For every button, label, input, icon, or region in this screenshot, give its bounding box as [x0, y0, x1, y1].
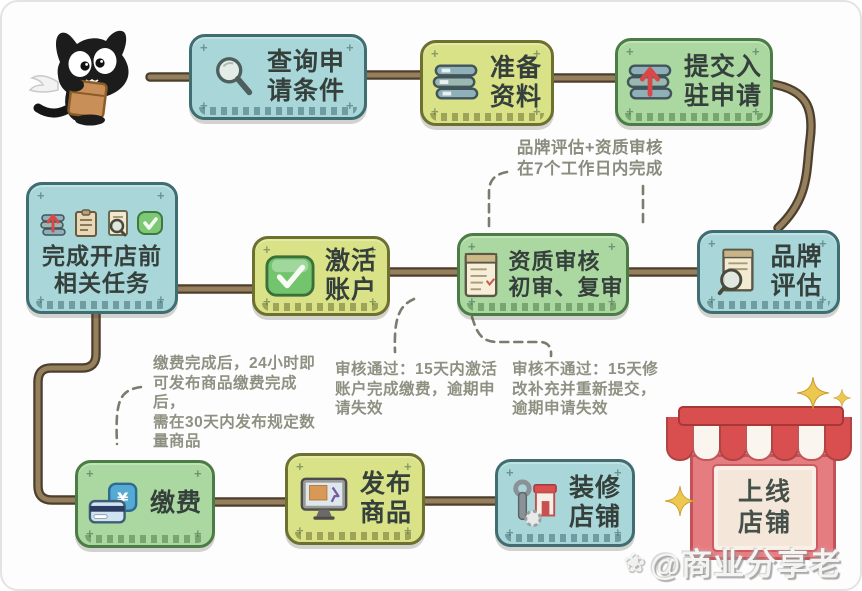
documents-stack-icon	[432, 63, 480, 103]
corner-mark	[346, 97, 356, 107]
corner-mark	[468, 238, 478, 248]
mini-clipboard-icon	[75, 209, 97, 237]
mini-upload-icon	[40, 214, 66, 236]
tmall-cat-mascot	[28, 30, 129, 126]
corner-mark	[626, 43, 636, 53]
watermark-flower-icon	[623, 547, 645, 578]
node-decorate-store: 装修 店铺	[495, 459, 635, 547]
node-submit-application: 提交入 驻申请	[615, 38, 773, 126]
corner-mark	[626, 103, 636, 113]
task-list-icons	[40, 209, 164, 237]
node-label: 缴费	[149, 489, 202, 518]
monitor-icon	[298, 476, 350, 522]
mini-check-icon	[137, 210, 163, 235]
corner-mark	[752, 43, 762, 53]
corner-mark	[157, 187, 167, 197]
node-label: 查询申 请条件	[266, 47, 345, 106]
node-label: 发布 商品	[359, 469, 412, 528]
sparkle-icon	[665, 486, 695, 516]
node-label: 激活 账户	[324, 246, 377, 305]
corner-mark	[296, 522, 306, 532]
corner-mark	[431, 103, 441, 113]
corner-mark	[86, 465, 96, 475]
annotation-review-fail: 审核不通过：15天修 改补充并重新提交， 逾期申请失效	[512, 361, 659, 418]
node-check-conditions: 查询申 请条件	[189, 34, 367, 120]
corner-mark	[431, 45, 441, 55]
sparkle-icon	[797, 377, 829, 409]
annotation-review-duration: 品牌评估+资质审核 在7个工作日内完成	[516, 139, 664, 178]
node-label: 资质审核 初审、复审	[508, 248, 624, 300]
node-activate-account: 激活 账户	[252, 236, 390, 316]
corner-mark	[506, 464, 516, 474]
watermark: @商业分享老张	[650, 547, 842, 582]
node-publish-products: 发布 商品	[285, 453, 425, 545]
store-awning-bar	[678, 406, 844, 426]
node-pay-fee: ¥ 缴费	[75, 460, 215, 548]
corner-mark	[194, 465, 204, 475]
corner-mark	[608, 238, 618, 248]
sparkle-icon	[833, 389, 851, 407]
annotation-review-pass: 审核通过：15天内激活 账户完成缴费，逾期申 请失效	[335, 361, 498, 418]
corner-mark	[346, 39, 356, 49]
corner-mark	[708, 235, 718, 245]
store-label: 上线 店铺	[737, 477, 792, 537]
node-prepare-materials: 准备 资料	[420, 40, 554, 126]
document-magnifier-icon	[714, 247, 760, 297]
check-button-icon	[265, 254, 315, 298]
corner-mark	[200, 97, 210, 107]
payment-card-icon: ¥	[88, 481, 140, 527]
tools-store-icon	[509, 478, 559, 528]
corner-mark	[194, 525, 204, 535]
mini-doc-magnifier-icon	[108, 209, 128, 237]
corner-mark	[37, 187, 47, 197]
node-label: 准备 资料	[489, 53, 542, 112]
corner-mark	[614, 464, 624, 474]
node-label: 完成开店前 相关任务	[42, 242, 162, 296]
corner-mark	[200, 39, 210, 49]
annotation-payment-note: 缴费完成后，24小时即 可发布商品缴费完成后， 需在30天内发布规定数 量商品	[153, 355, 316, 451]
node-pre-opening-tasks: 完成开店前 相关任务	[26, 182, 178, 314]
node-label: 装修 店铺	[568, 473, 621, 532]
corner-mark	[263, 241, 273, 251]
node-brand-evaluation: 品牌 评估	[697, 230, 840, 314]
node-qualification-review: 资质审核 初审、复审	[457, 233, 629, 316]
node-label: 提交入 驻申请	[683, 52, 762, 111]
corner-mark	[296, 458, 306, 468]
magnifier-icon	[211, 54, 257, 100]
store-sign-panel: 上线 店铺	[712, 464, 818, 552]
checklist-icon	[462, 251, 500, 299]
node-label: 品牌 评估	[770, 242, 823, 301]
corner-mark	[404, 458, 414, 468]
upload-documents-icon	[626, 60, 674, 104]
